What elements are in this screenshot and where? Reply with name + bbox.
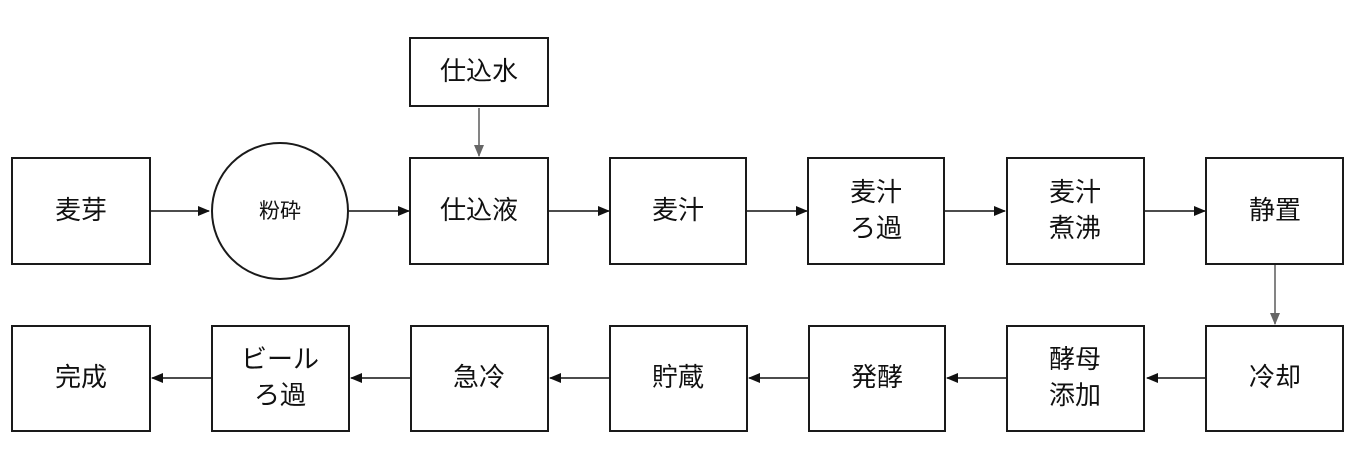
node-settling: 静置 — [1205, 157, 1344, 265]
node-wort-filtration-line2: ろ過 — [850, 214, 902, 244]
node-wort-boiling: 麦汁 煮沸 — [1006, 157, 1145, 265]
node-storage: 貯蔵 — [609, 325, 748, 432]
edges — [151, 108, 1280, 383]
node-cooling-label: 冷却 — [1249, 363, 1301, 393]
node-quick-cooling-label: 急冷 — [453, 363, 505, 393]
node-wort: 麦汁 — [609, 157, 747, 265]
node-storage-label: 貯蔵 — [652, 363, 704, 393]
node-settling-label: 静置 — [1249, 196, 1301, 226]
node-water-label: 仕込水 — [440, 57, 518, 87]
node-mash-label: 仕込液 — [440, 196, 518, 226]
node-water: 仕込水 — [409, 37, 549, 107]
node-beer-filtration-line1: ビール — [241, 345, 319, 375]
node-mash: 仕込液 — [409, 157, 549, 265]
node-beer-filtration: ビール ろ過 — [211, 325, 350, 432]
node-wort-filtration: 麦汁 ろ過 — [807, 157, 945, 265]
node-wort-label: 麦汁 — [652, 196, 704, 226]
node-yeast-addition-line1: 酵母 — [1049, 345, 1101, 375]
node-wort-boiling-line2: 煮沸 — [1049, 214, 1101, 244]
node-yeast-addition: 酵母 添加 — [1006, 325, 1145, 432]
node-beer-filtration-line2: ろ過 — [254, 381, 306, 411]
node-completion-label: 完成 — [55, 363, 107, 393]
node-yeast-addition-line2: 添加 — [1049, 381, 1101, 411]
node-fermentation-label: 発酵 — [851, 363, 903, 393]
node-malt: 麦芽 — [11, 157, 151, 265]
node-cooling: 冷却 — [1205, 325, 1344, 432]
node-malt-label: 麦芽 — [55, 196, 107, 226]
node-quick-cooling: 急冷 — [410, 325, 549, 432]
node-completion: 完成 — [11, 325, 151, 432]
node-wort-filtration-line1: 麦汁 — [850, 178, 902, 208]
node-fermentation: 発酵 — [808, 325, 946, 432]
node-wort-boiling-line1: 麦汁 — [1049, 178, 1101, 208]
node-milling: 粉砕 — [211, 142, 349, 280]
node-milling-label: 粉砕 — [259, 199, 301, 223]
